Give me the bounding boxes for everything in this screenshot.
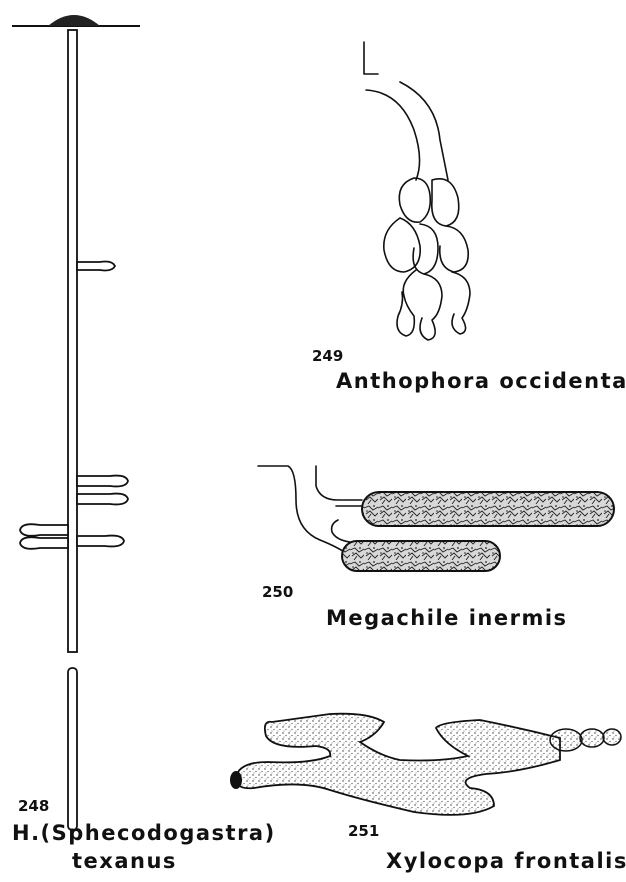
lateral-cell xyxy=(20,524,68,536)
figure-249-species: Anthophora occidentalis xyxy=(336,369,626,393)
figure-248-burrow xyxy=(12,15,140,830)
figure-251-galleries xyxy=(230,714,621,815)
lateral-cell xyxy=(77,262,115,271)
figure-251-species: Xylocopa frontalis xyxy=(386,849,626,873)
leaf-cell-row-lower xyxy=(342,541,500,571)
figure-251-number: 251 xyxy=(348,822,379,840)
figure-250-leaf-cells xyxy=(258,466,614,571)
brood-cell xyxy=(580,729,604,747)
lateral-cell xyxy=(77,536,124,547)
figure-250-species: Megachile inermis xyxy=(326,606,568,630)
brood-cell xyxy=(603,729,621,745)
lateral-cell xyxy=(77,494,128,505)
figure-248-number: 248 xyxy=(18,797,49,815)
gallery-tunnel xyxy=(236,714,560,815)
tumulus xyxy=(48,15,100,26)
figure-248-species-line2: texanus xyxy=(72,849,177,873)
main-shaft xyxy=(68,30,77,652)
lateral-cell xyxy=(77,476,128,487)
lower-shaft xyxy=(68,668,77,830)
figure-249-cell-cluster xyxy=(364,42,470,340)
figure-248-species-line1: H.(Sphecodogastra) xyxy=(12,821,276,845)
lateral-cell xyxy=(20,537,68,549)
figure-250-number: 250 xyxy=(262,583,293,601)
brood-cell xyxy=(550,729,582,751)
figure-249-number: 249 xyxy=(312,347,343,365)
entrance-hole xyxy=(230,771,242,789)
leaf-cell-row-upper xyxy=(362,492,614,526)
